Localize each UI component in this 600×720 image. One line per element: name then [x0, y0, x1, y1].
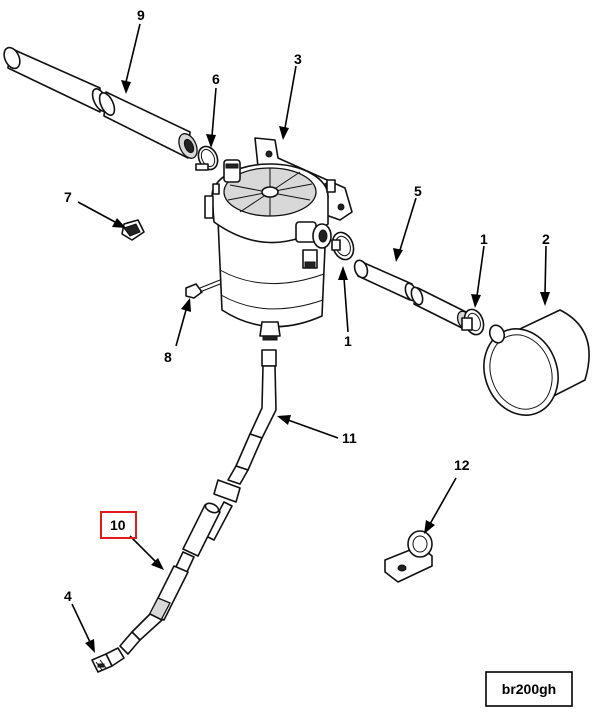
callout-6: 6	[212, 71, 220, 87]
part-5-hose[interactable]	[352, 258, 472, 330]
part-1-clamp-a[interactable]	[329, 229, 357, 262]
callout-12: 12	[454, 457, 470, 473]
callout-leaders	[71, 23, 550, 653]
part-11-tube[interactable]	[235, 349, 277, 471]
callout-1-lower: 1	[344, 333, 352, 349]
part-7-plug[interactable]	[121, 219, 145, 241]
callout-1-upper: 1	[480, 231, 488, 247]
callout-10-highlight-box[interactable]	[100, 511, 137, 539]
part-3-fuel-filter[interactable]	[204, 137, 353, 341]
callout-11: 11	[342, 430, 357, 446]
callout-9: 9	[137, 7, 145, 23]
part-1-clamp-b[interactable]	[461, 307, 487, 338]
part-12-clip[interactable]	[384, 530, 433, 583]
part-10-fuel-line[interactable]	[119, 465, 249, 655]
part-9-hose[interactable]	[1, 45, 201, 161]
callout-7: 7	[64, 189, 72, 205]
callout-3: 3	[294, 51, 302, 67]
callout-8: 8	[164, 349, 172, 365]
callout-4: 4	[64, 588, 72, 604]
callout-10[interactable]: 10	[110, 517, 126, 533]
callout-2: 2	[542, 231, 550, 247]
reference-code: br200gh	[502, 681, 556, 697]
callout-5: 5	[414, 183, 422, 199]
part-8-bolt[interactable]	[185, 279, 221, 299]
part-2-reservoir[interactable]	[472, 309, 590, 426]
part-4-fitting[interactable]	[91, 647, 125, 673]
reference-code-box	[485, 671, 573, 707]
part-6-clamp[interactable]	[195, 143, 221, 172]
